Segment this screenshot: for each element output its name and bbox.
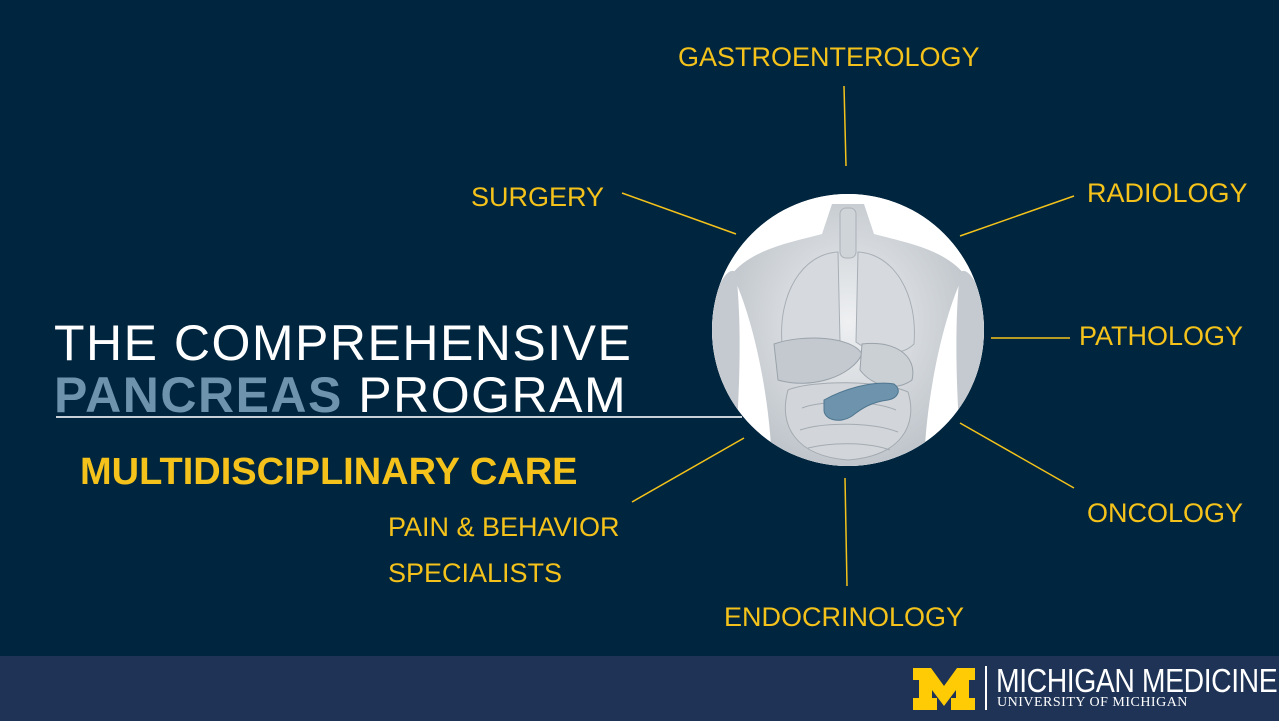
label-pathology: PATHOLOGY [1079, 323, 1243, 350]
program-title-line2: PANCREAS PROGRAM [54, 370, 627, 420]
title-divider [56, 416, 742, 418]
torso-illustration [712, 194, 984, 466]
label-pain-line1: PAIN & BEHAVIOR [388, 514, 620, 541]
label-endocrinology: ENDOCRINOLOGY [724, 604, 964, 631]
program-word: PROGRAM [343, 367, 627, 423]
brand-name: MICHIGAN MEDICINE [996, 664, 1277, 697]
connector-oncology [960, 423, 1074, 488]
label-radiology: RADIOLOGY [1087, 180, 1248, 207]
logo-divider [985, 666, 987, 710]
label-oncology: ONCOLOGY [1087, 500, 1243, 527]
program-title-line1: THE COMPREHENSIVE [54, 318, 632, 368]
brand-subtitle: UNIVERSITY OF MICHIGAN [997, 696, 1188, 710]
connector-gastroenterology [844, 86, 846, 166]
connector-pain [632, 438, 744, 502]
label-pain-line2: SPECIALISTS [388, 560, 562, 587]
connector-radiology [960, 196, 1074, 236]
label-gastroenterology: GASTROENTEROLOGY [678, 44, 980, 71]
connector-endocrinology [845, 478, 847, 586]
label-surgery: SURGERY [471, 184, 604, 211]
anatomy-image [712, 194, 984, 466]
multidisciplinary-subtitle: MULTIDISCIPLINARY CARE [80, 453, 578, 491]
pancreas-highlight: PANCREAS [54, 367, 343, 423]
block-m-logo [913, 668, 975, 710]
connector-surgery [622, 193, 736, 234]
